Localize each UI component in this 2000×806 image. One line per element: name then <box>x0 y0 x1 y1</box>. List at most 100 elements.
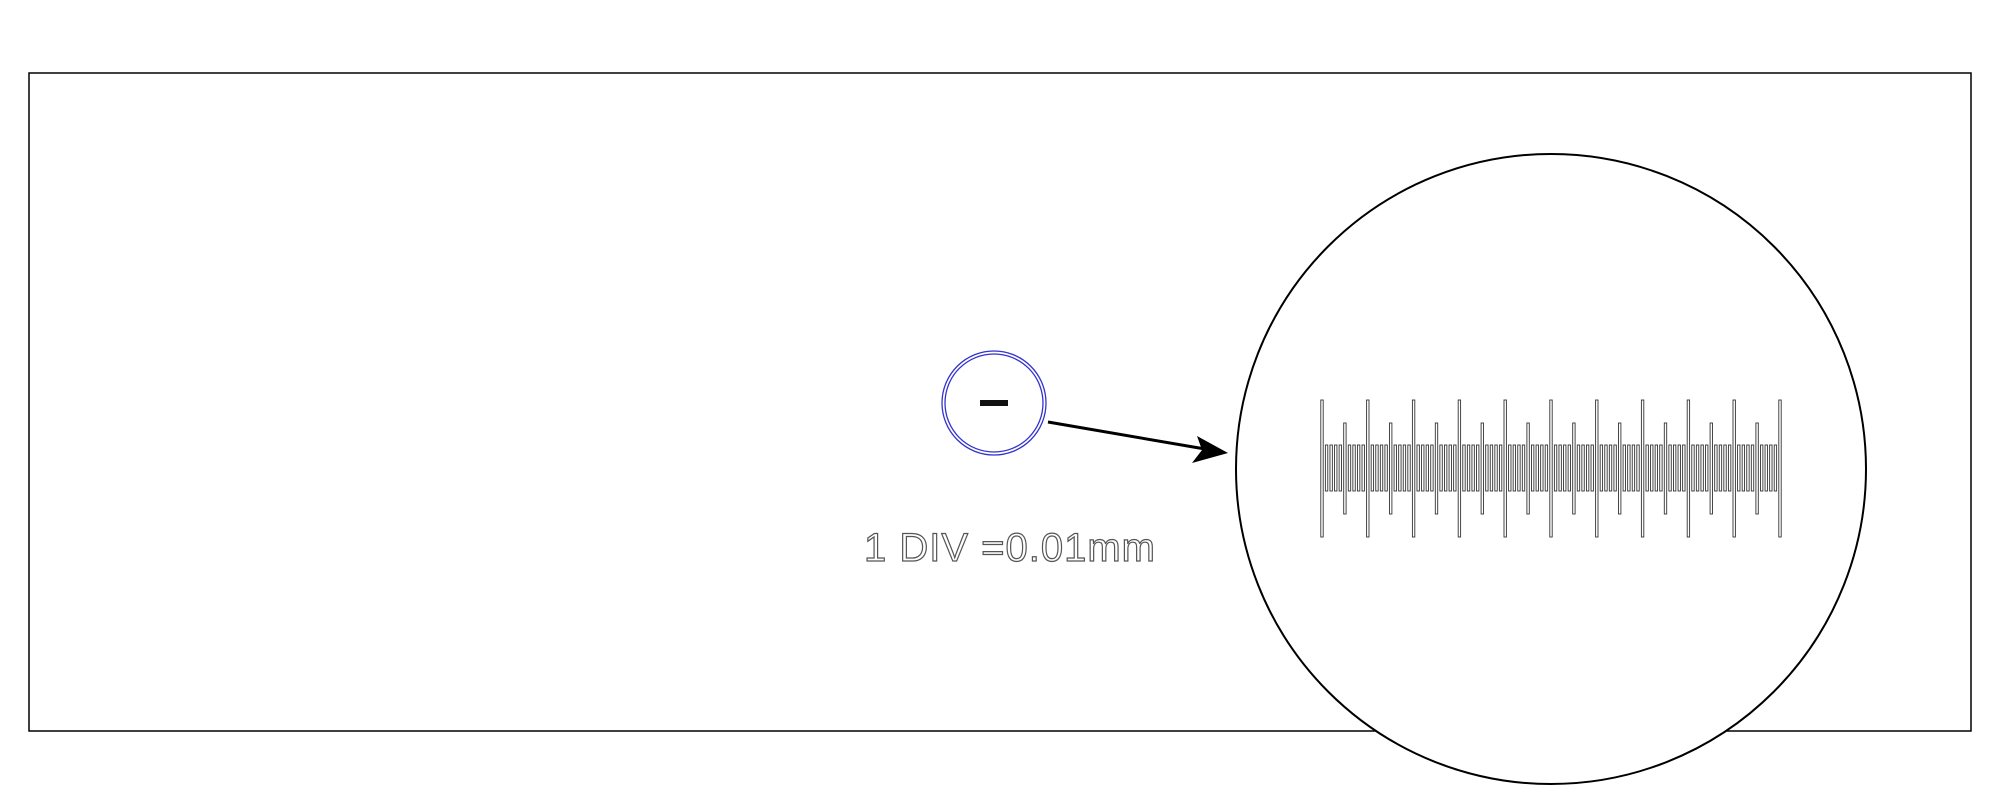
tick-short <box>1347 444 1352 492</box>
tick-short <box>1737 444 1741 492</box>
tick-short <box>1329 444 1333 492</box>
tick-short <box>1718 444 1723 492</box>
tick-short <box>1535 444 1539 492</box>
tick-medium <box>1343 422 1347 515</box>
tick-short <box>1334 444 1338 492</box>
tick-short <box>1673 444 1677 492</box>
tick-short <box>1352 444 1356 492</box>
tick-short <box>1517 444 1521 492</box>
tick-short <box>1727 444 1732 492</box>
tick-short <box>1375 444 1379 492</box>
magnified-scale <box>1320 399 1782 538</box>
tick-medium <box>1709 422 1713 515</box>
tick-long <box>1503 399 1507 538</box>
small-circle-inner <box>944 353 1044 453</box>
tick-medium <box>1434 422 1439 515</box>
tick-short <box>1466 444 1471 492</box>
tick-medium <box>1755 422 1759 515</box>
tick-short <box>1462 444 1466 492</box>
tick-short <box>1636 444 1640 492</box>
tick-short <box>1654 444 1658 492</box>
tick-short <box>1764 444 1768 492</box>
tick-short <box>1494 444 1498 492</box>
tick-short <box>1581 444 1585 492</box>
tick-short <box>1439 444 1443 492</box>
tick-long <box>1732 399 1736 538</box>
tick-long <box>1549 399 1553 538</box>
tick-short <box>1361 444 1365 492</box>
tick-long <box>1320 399 1324 538</box>
tick-short <box>1760 444 1764 492</box>
tick-short <box>1773 444 1778 492</box>
tick-short <box>1398 444 1402 492</box>
tick-short <box>1430 444 1434 492</box>
tick-short <box>1599 444 1604 492</box>
tick-short <box>1444 444 1448 492</box>
tick-short <box>1338 444 1342 492</box>
tick-short <box>1453 444 1457 492</box>
tick-short <box>1384 444 1388 492</box>
arrow-right-icon <box>1047 420 1228 463</box>
tick-short <box>1448 444 1452 492</box>
tick-short <box>1650 444 1654 492</box>
tick-short <box>1489 444 1494 492</box>
tick-short <box>1402 444 1407 492</box>
tick-short <box>1540 444 1544 492</box>
tick-short <box>1608 444 1613 492</box>
tick-short <box>1769 444 1773 492</box>
tick-short <box>1498 444 1503 492</box>
tick-short <box>1521 444 1526 492</box>
tick-short <box>1407 444 1411 492</box>
tick-medium <box>1663 422 1668 515</box>
tick-short <box>1631 444 1636 492</box>
tick-short <box>1750 444 1755 492</box>
tick-medium <box>1618 422 1622 515</box>
tick-short <box>1356 444 1361 492</box>
tick-short <box>1471 444 1475 492</box>
tick-short <box>1585 444 1590 492</box>
tick-short <box>1370 444 1375 492</box>
tick-short <box>1604 444 1608 492</box>
tick-short <box>1622 444 1626 492</box>
slide-frame <box>28 72 1972 732</box>
tick-short <box>1723 444 1727 492</box>
tick-short <box>1746 444 1750 492</box>
tick-short <box>1425 444 1429 492</box>
tick-short <box>1677 444 1681 492</box>
tick-long <box>1595 399 1599 538</box>
tick-short <box>1613 444 1617 492</box>
division-caption: 1 DIV =0.01mm <box>864 526 1156 570</box>
tick-short <box>1691 444 1695 492</box>
tick-short <box>1476 444 1480 492</box>
tick-short <box>1531 444 1535 492</box>
tick-short <box>1553 444 1558 492</box>
tick-long <box>1778 399 1782 538</box>
tick-short <box>1324 444 1329 492</box>
tick-short <box>1741 444 1746 492</box>
tick-short <box>1695 444 1700 492</box>
tick-short <box>1714 444 1718 492</box>
tick-short <box>1485 444 1489 492</box>
tick-short <box>1558 444 1562 492</box>
tick-long <box>1457 399 1462 538</box>
tick-medium <box>1389 422 1393 515</box>
tick-short <box>1705 444 1709 492</box>
tick-long <box>1640 399 1645 538</box>
tick-long <box>1411 399 1416 538</box>
tick-short <box>1416 444 1420 492</box>
tick-short <box>1508 444 1512 492</box>
tick-short <box>1563 444 1567 492</box>
tick-short <box>1512 444 1517 492</box>
tick-medium <box>1526 422 1530 515</box>
tick-short <box>1700 444 1704 492</box>
tick-medium <box>1480 422 1484 515</box>
mini-scale <box>980 400 1008 406</box>
tick-medium <box>1572 422 1576 515</box>
tick-short <box>1421 444 1425 492</box>
tick-long <box>1366 399 1370 538</box>
tick-short <box>1393 444 1397 492</box>
tick-short <box>1659 444 1663 492</box>
tick-short <box>1379 444 1384 492</box>
tick-short <box>1544 444 1549 492</box>
